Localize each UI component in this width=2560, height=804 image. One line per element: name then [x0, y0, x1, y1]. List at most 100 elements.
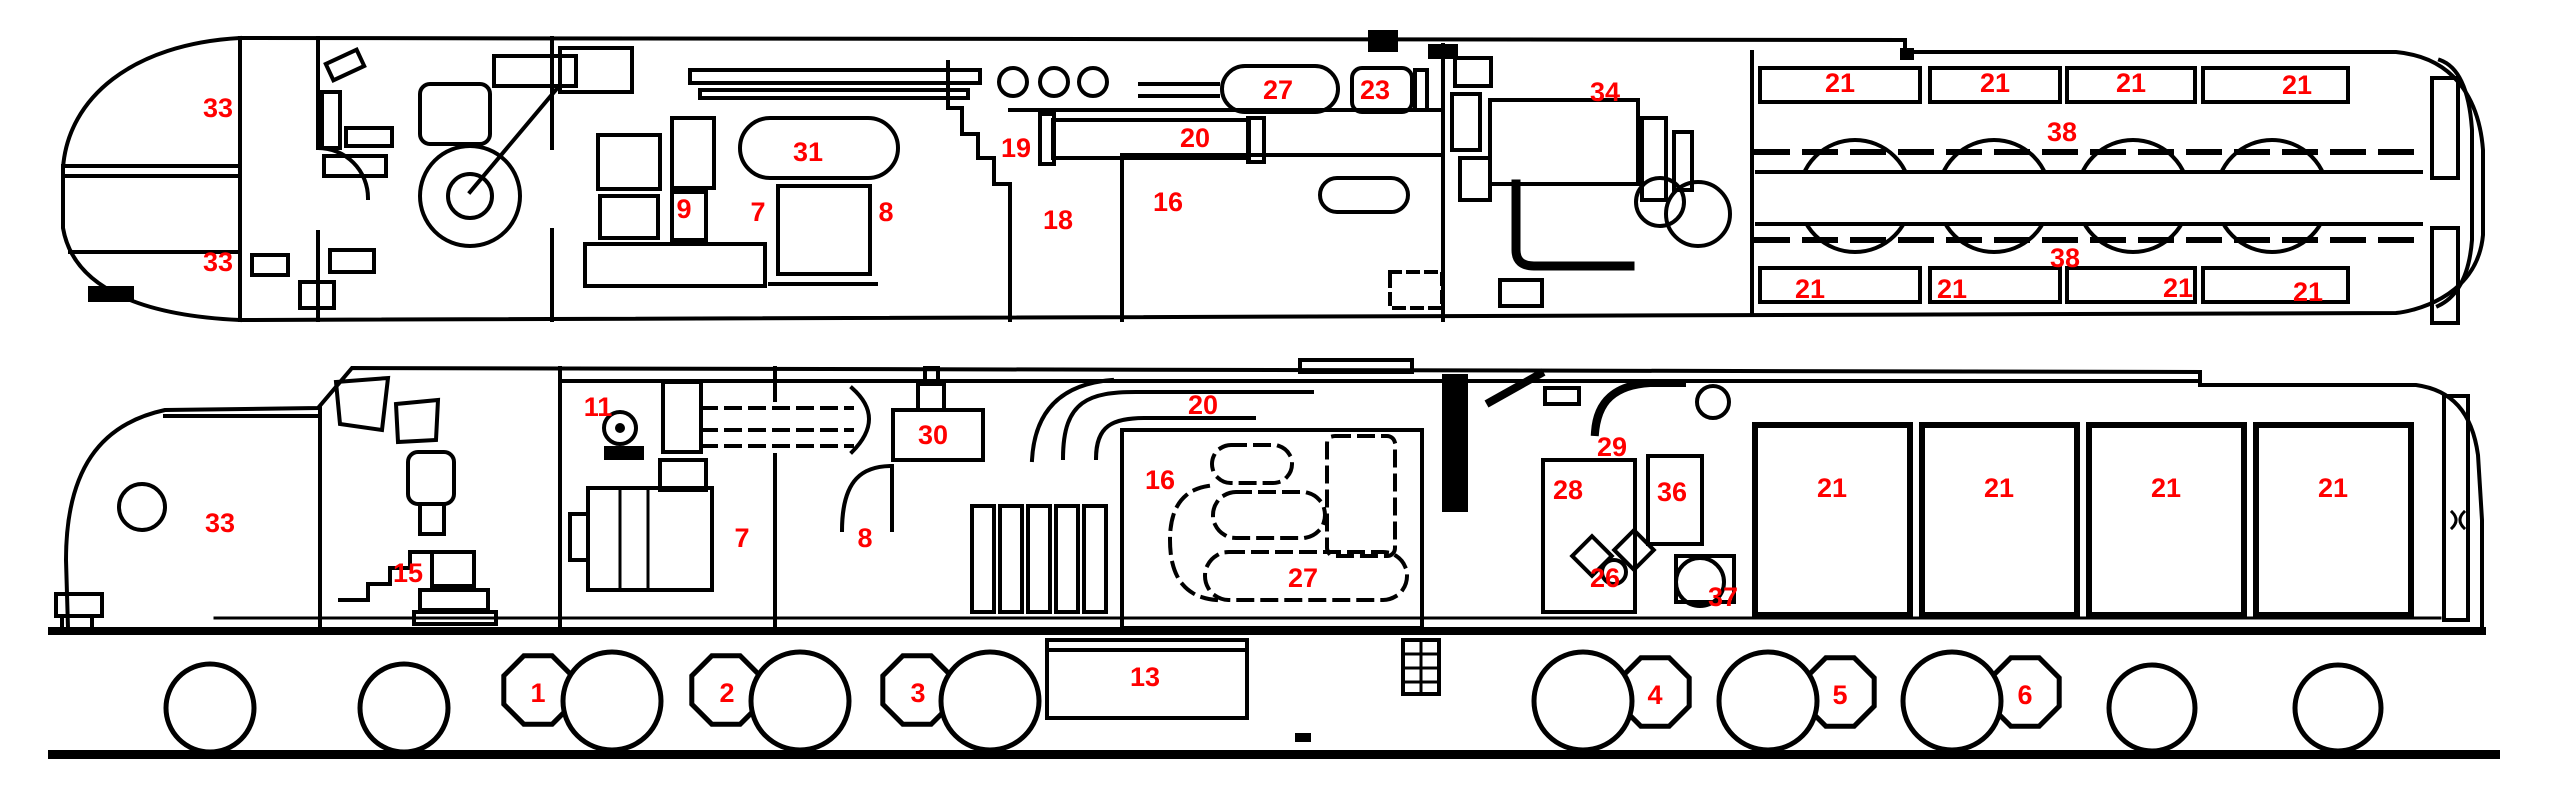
wheel	[163, 661, 257, 755]
part-label-33: 33	[203, 247, 233, 277]
part-label-21: 21	[1984, 473, 2014, 503]
part-label-21: 21	[1980, 68, 2010, 98]
headlight	[117, 482, 167, 532]
part-label-21: 21	[2318, 473, 2348, 503]
roof-vent	[1038, 66, 1070, 98]
part-label-7: 7	[734, 523, 749, 553]
wheel	[1716, 649, 1820, 753]
part-label-38: 38	[2047, 117, 2077, 147]
part-label-21: 21	[2293, 277, 2323, 307]
cab-seat-side	[406, 450, 456, 506]
part-label-21: 21	[1817, 473, 1847, 503]
rear-door-mark	[2449, 509, 2467, 531]
roof-hatch	[1298, 358, 1414, 374]
wheel	[2292, 662, 2384, 754]
valve-26	[1611, 527, 1657, 573]
pipe-29	[1484, 368, 1546, 408]
part-label-21: 21	[1937, 274, 1967, 304]
part-label-18: 18	[1043, 205, 1073, 235]
boiler-box-34	[1488, 98, 1640, 186]
engine-room	[1120, 428, 1424, 630]
part-label-21: 21	[2282, 70, 2312, 100]
stairwell-wall	[946, 60, 1012, 322]
cab-window	[393, 397, 441, 445]
part-label-9: 9	[676, 194, 691, 224]
wheel	[748, 649, 852, 753]
part-label-4: 4	[1647, 680, 1662, 710]
part-label-1: 1	[530, 678, 545, 708]
part-label-33: 33	[205, 508, 235, 538]
box-36	[1646, 454, 1704, 546]
part-label-28: 28	[1553, 475, 1583, 505]
traction-motor	[689, 653, 763, 727]
control-stand	[418, 82, 492, 146]
part-label-16: 16	[1145, 465, 1175, 495]
traction-motor	[880, 653, 954, 727]
pipe	[1511, 179, 1635, 271]
part-label-13: 13	[1130, 662, 1160, 692]
floor-hatch	[1318, 176, 1410, 214]
part-label-27: 27	[1288, 563, 1318, 593]
part-label-20: 20	[1188, 390, 1218, 420]
rack-row-bottom	[1758, 266, 2350, 304]
engine-box	[776, 184, 872, 276]
part-label-21: 21	[2151, 473, 2181, 503]
wheel	[938, 649, 1042, 753]
roof-vent	[997, 66, 1029, 98]
plan-body-outline	[237, 35, 2485, 323]
part-label-7: 7	[750, 197, 765, 227]
duct-20-side	[1060, 390, 1314, 461]
part-label-8: 8	[857, 523, 872, 553]
part-label-36: 36	[1657, 477, 1687, 507]
wheel	[560, 649, 664, 753]
compartments-21	[1752, 422, 2414, 618]
part-label-21: 21	[1795, 274, 1825, 304]
part-label-3: 3	[910, 678, 925, 708]
part-label-23: 23	[1360, 75, 1390, 105]
part-label-27: 27	[1263, 75, 1293, 105]
generator-31	[738, 116, 900, 180]
wheels	[163, 649, 2384, 755]
part-label-33: 33	[203, 93, 233, 123]
part-label-5: 5	[1832, 680, 1847, 710]
part-label-31: 31	[793, 137, 823, 167]
part-label-21: 21	[1825, 68, 1855, 98]
tank-23	[1350, 66, 1414, 114]
part-label-15: 15	[393, 558, 423, 588]
fuel-tank-13	[1045, 638, 1249, 720]
part-label-6: 6	[2017, 680, 2032, 710]
traction-motor	[501, 653, 575, 727]
wheel	[2106, 662, 2198, 754]
part-label-29: 29	[1597, 432, 1627, 462]
part-label-16: 16	[1153, 187, 1183, 217]
part-label-21: 21	[2116, 68, 2146, 98]
part-label-19: 19	[1001, 133, 1031, 163]
part-label-8: 8	[878, 197, 893, 227]
gauge-11	[602, 410, 638, 446]
cab-seat	[323, 47, 367, 83]
part-label-2: 2	[719, 678, 734, 708]
part-label-20: 20	[1180, 123, 1210, 153]
roof-vent	[1077, 66, 1109, 98]
coupler	[54, 592, 104, 618]
ground-line	[48, 750, 2500, 759]
machine-7	[586, 486, 714, 592]
radiator-slats	[970, 504, 1108, 614]
wheel	[357, 661, 451, 755]
tank-27	[1220, 64, 1340, 114]
engine-27	[1203, 550, 1409, 602]
part-label-21: 21	[2163, 273, 2193, 303]
nose-hatch	[88, 286, 134, 302]
part-label-11: 11	[584, 392, 613, 422]
part-label-34: 34	[1590, 77, 1620, 107]
wheel	[1900, 649, 2004, 753]
boiler-28	[1541, 458, 1637, 614]
handbrake-wheel	[418, 144, 522, 248]
rack-row-top	[1758, 66, 2350, 104]
plan-nose-outline	[61, 35, 243, 323]
cab-window	[333, 375, 391, 433]
